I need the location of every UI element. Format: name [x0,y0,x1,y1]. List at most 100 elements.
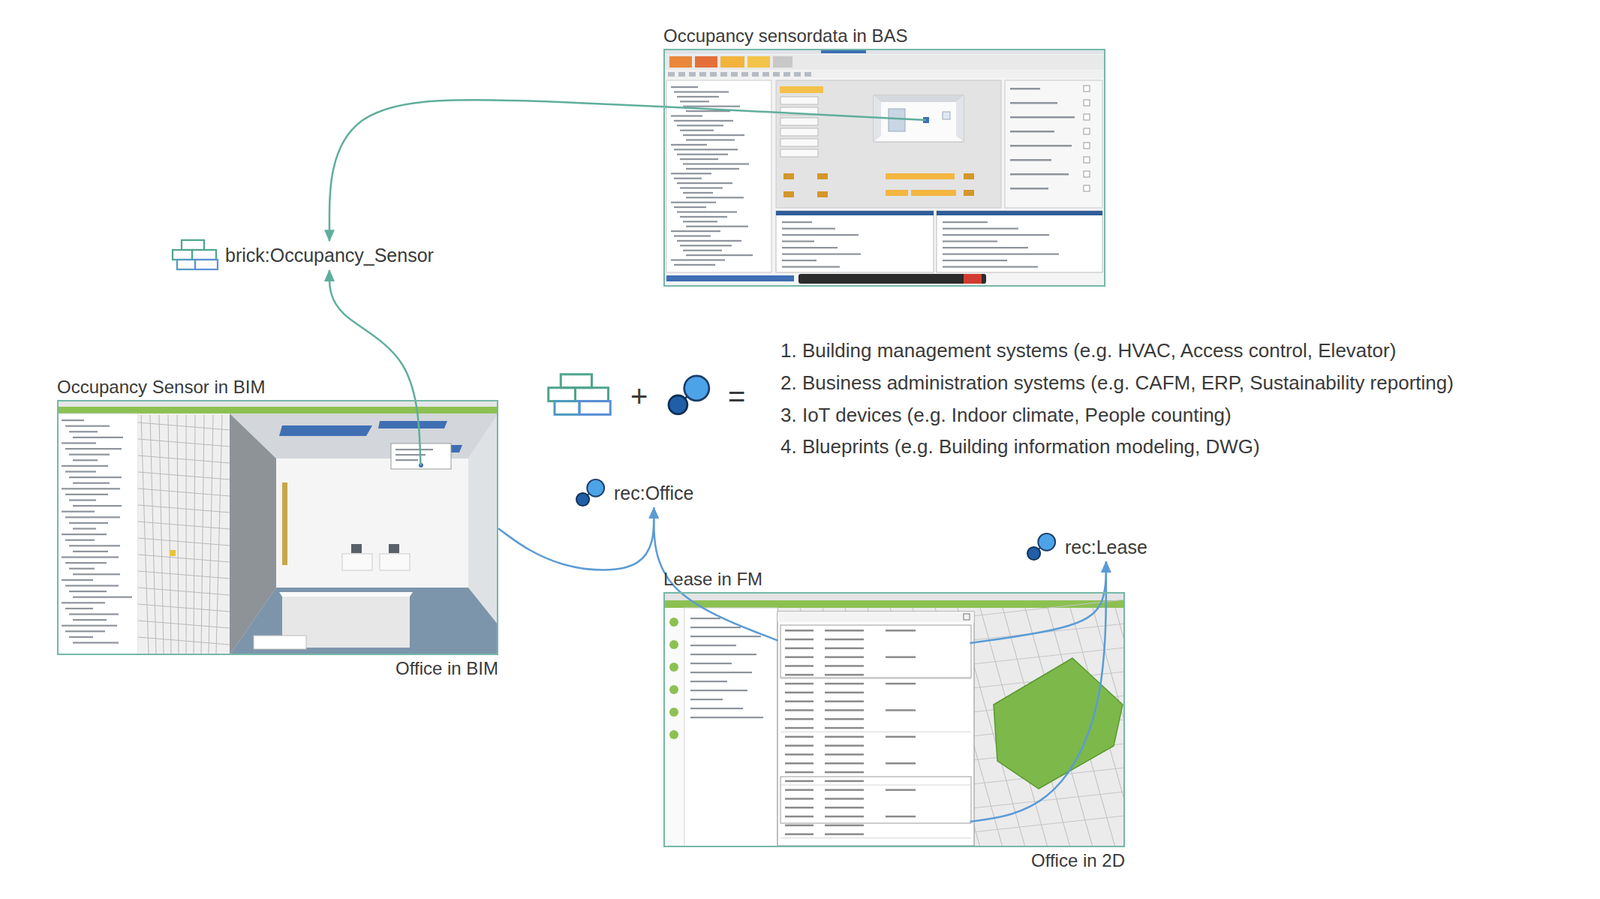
panel-row [942,246,1029,249]
plan-line [138,505,230,513]
plan-line [193,415,196,654]
status-bar [885,189,909,196]
brick-outline [579,401,611,416]
panel-row [781,253,861,256]
form-row [784,797,814,800]
popup-row [395,459,419,461]
plan-line [138,604,230,612]
brick-icon [548,374,611,416]
status-bar [885,173,955,180]
counter-top [279,592,413,597]
screenshot-node: Occupancy sensordata in BAS [663,25,1106,287]
concept-label: brick:Occupancy_Sensor [225,244,434,267]
plan-line [201,415,205,654]
plan-line [138,587,230,596]
panel-row [72,505,122,507]
form-row [784,629,814,632]
panel-row [942,259,1008,262]
panel-row [942,240,998,243]
rec-icon [574,478,608,509]
tree-item [673,90,729,93]
tool-icon [804,72,812,77]
side-icon [669,730,679,740]
operator-sign: = [727,378,746,414]
connector [969,561,1107,644]
tree-item [673,120,734,122]
status-bar [783,173,794,180]
panel-row [61,625,118,627]
panel-row [690,671,752,674]
panel-row [781,221,813,223]
tree-item [682,162,749,165]
room-ceiling [873,95,964,103]
screenshot-node: Lease in FMOffice in 2D [663,568,1125,871]
tree-item [679,244,732,247]
panel-row [65,539,95,542]
tree-item [670,172,712,175]
form-row [824,753,864,756]
screenshot-title: Occupancy sensordata in BAS [663,25,1106,47]
form-row [824,736,864,739]
form-row [784,655,814,659]
form-row [824,682,864,686]
tree-item [676,124,724,127]
brick-outline [181,240,205,250]
tree-item [673,177,702,180]
form-divider [780,730,972,733]
side-icon [669,685,679,695]
brick-outline [575,387,609,402]
status-bar [963,173,975,180]
panel-row [61,511,95,513]
form-row [824,691,864,695]
property-check [1083,156,1090,163]
panel-row [61,533,107,536]
property-row [1010,144,1072,148]
tree-item [682,134,745,136]
status-bar [817,173,828,180]
connector [329,99,927,241]
form-divider [780,837,972,840]
tree-item [682,249,722,252]
form-row [885,629,916,632]
form-row [824,762,864,765]
plan-marker [169,550,176,557]
panel-row [69,613,119,615]
back-wall [276,458,469,588]
tool-icon [762,72,770,77]
panel-row [690,653,757,656]
panel-row [690,617,721,620]
tool-icon [783,72,791,77]
bottom-panel [936,210,1103,273]
toolbar-button [694,56,718,68]
form-row [784,638,814,641]
tree-item [670,230,721,232]
form-row [824,788,864,791]
property-row [1010,116,1075,119]
screenshot-caption: Office in 2D [663,850,1125,872]
property-check [1083,85,1090,92]
concept-label: rec:Office [613,482,695,505]
plan-line [138,571,230,579]
plan-line [141,415,149,654]
panel-row [69,636,94,638]
desk [342,553,373,571]
panel-row [781,240,815,243]
plan-line [138,488,230,497]
form-row [784,806,814,810]
form-row [784,647,814,650]
form-row [784,691,814,695]
tool-icon [741,72,749,77]
panel-row [781,228,836,230]
rec-circle [576,493,590,506]
property-check [1083,99,1090,106]
tree-item [670,114,703,117]
ceiling-light [378,421,448,429]
screenshot-frame [57,400,499,656]
form-row [824,727,864,730]
form-row [784,673,814,677]
form-row [784,780,814,783]
plan-line [138,422,230,431]
panel-row [72,619,107,621]
plan-line [177,415,179,654]
plan-line [138,554,230,563]
